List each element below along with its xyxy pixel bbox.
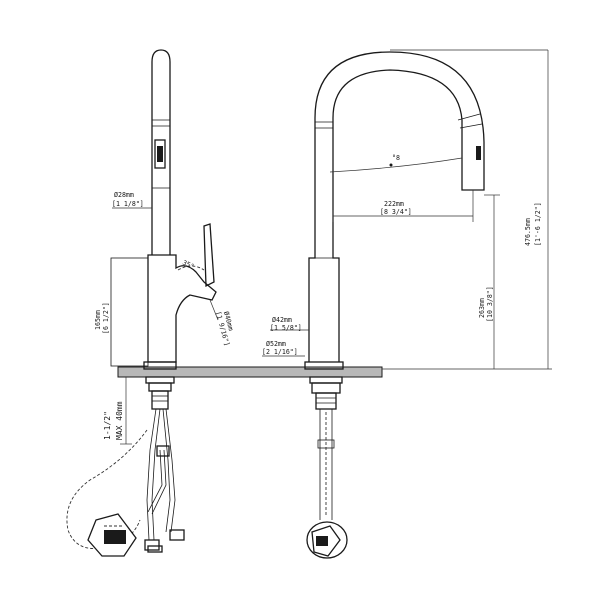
head-dia-in: [1 1/8"] — [112, 200, 144, 208]
dimension-labels: Ø28mm [1 1/8"] 165mm [6 1/2"] 35° Ø40mm … — [94, 154, 542, 440]
swivel-angle: °8 — [392, 154, 400, 162]
clearance-in: [10 3/8"] — [486, 286, 494, 322]
hole-size: 1-1/2" — [103, 411, 112, 440]
body-height-mm: 165mm — [94, 310, 102, 330]
countertop — [117, 366, 383, 378]
body-height-in: [6 1/2"] — [102, 302, 110, 334]
total-height-mm: 476.5mm — [524, 218, 532, 246]
base-dia-mm: Ø52mm — [266, 340, 286, 348]
side-view — [110, 49, 217, 370]
dimension-lines — [112, 49, 552, 445]
front-view — [304, 51, 485, 370]
reach-mm: 222mm — [384, 200, 404, 208]
spout-dia-mm: Ø42mm — [272, 316, 292, 324]
spout-dia-in: [1 5/8"] — [270, 324, 302, 332]
front-view-under-counter — [306, 376, 348, 559]
spray-button — [154, 139, 166, 169]
total-height-in: [1'-6 1/2"] — [534, 202, 542, 246]
side-view-under-counter — [66, 376, 185, 557]
reach-in: [8 3/4"] — [380, 208, 412, 216]
base-dia-in: [2 1/16"] — [262, 348, 298, 356]
clearance-mm: 263mm — [478, 298, 486, 318]
head-dia-mm: Ø28mm — [114, 191, 134, 199]
max-thickness: MAX 40mm — [115, 401, 124, 440]
